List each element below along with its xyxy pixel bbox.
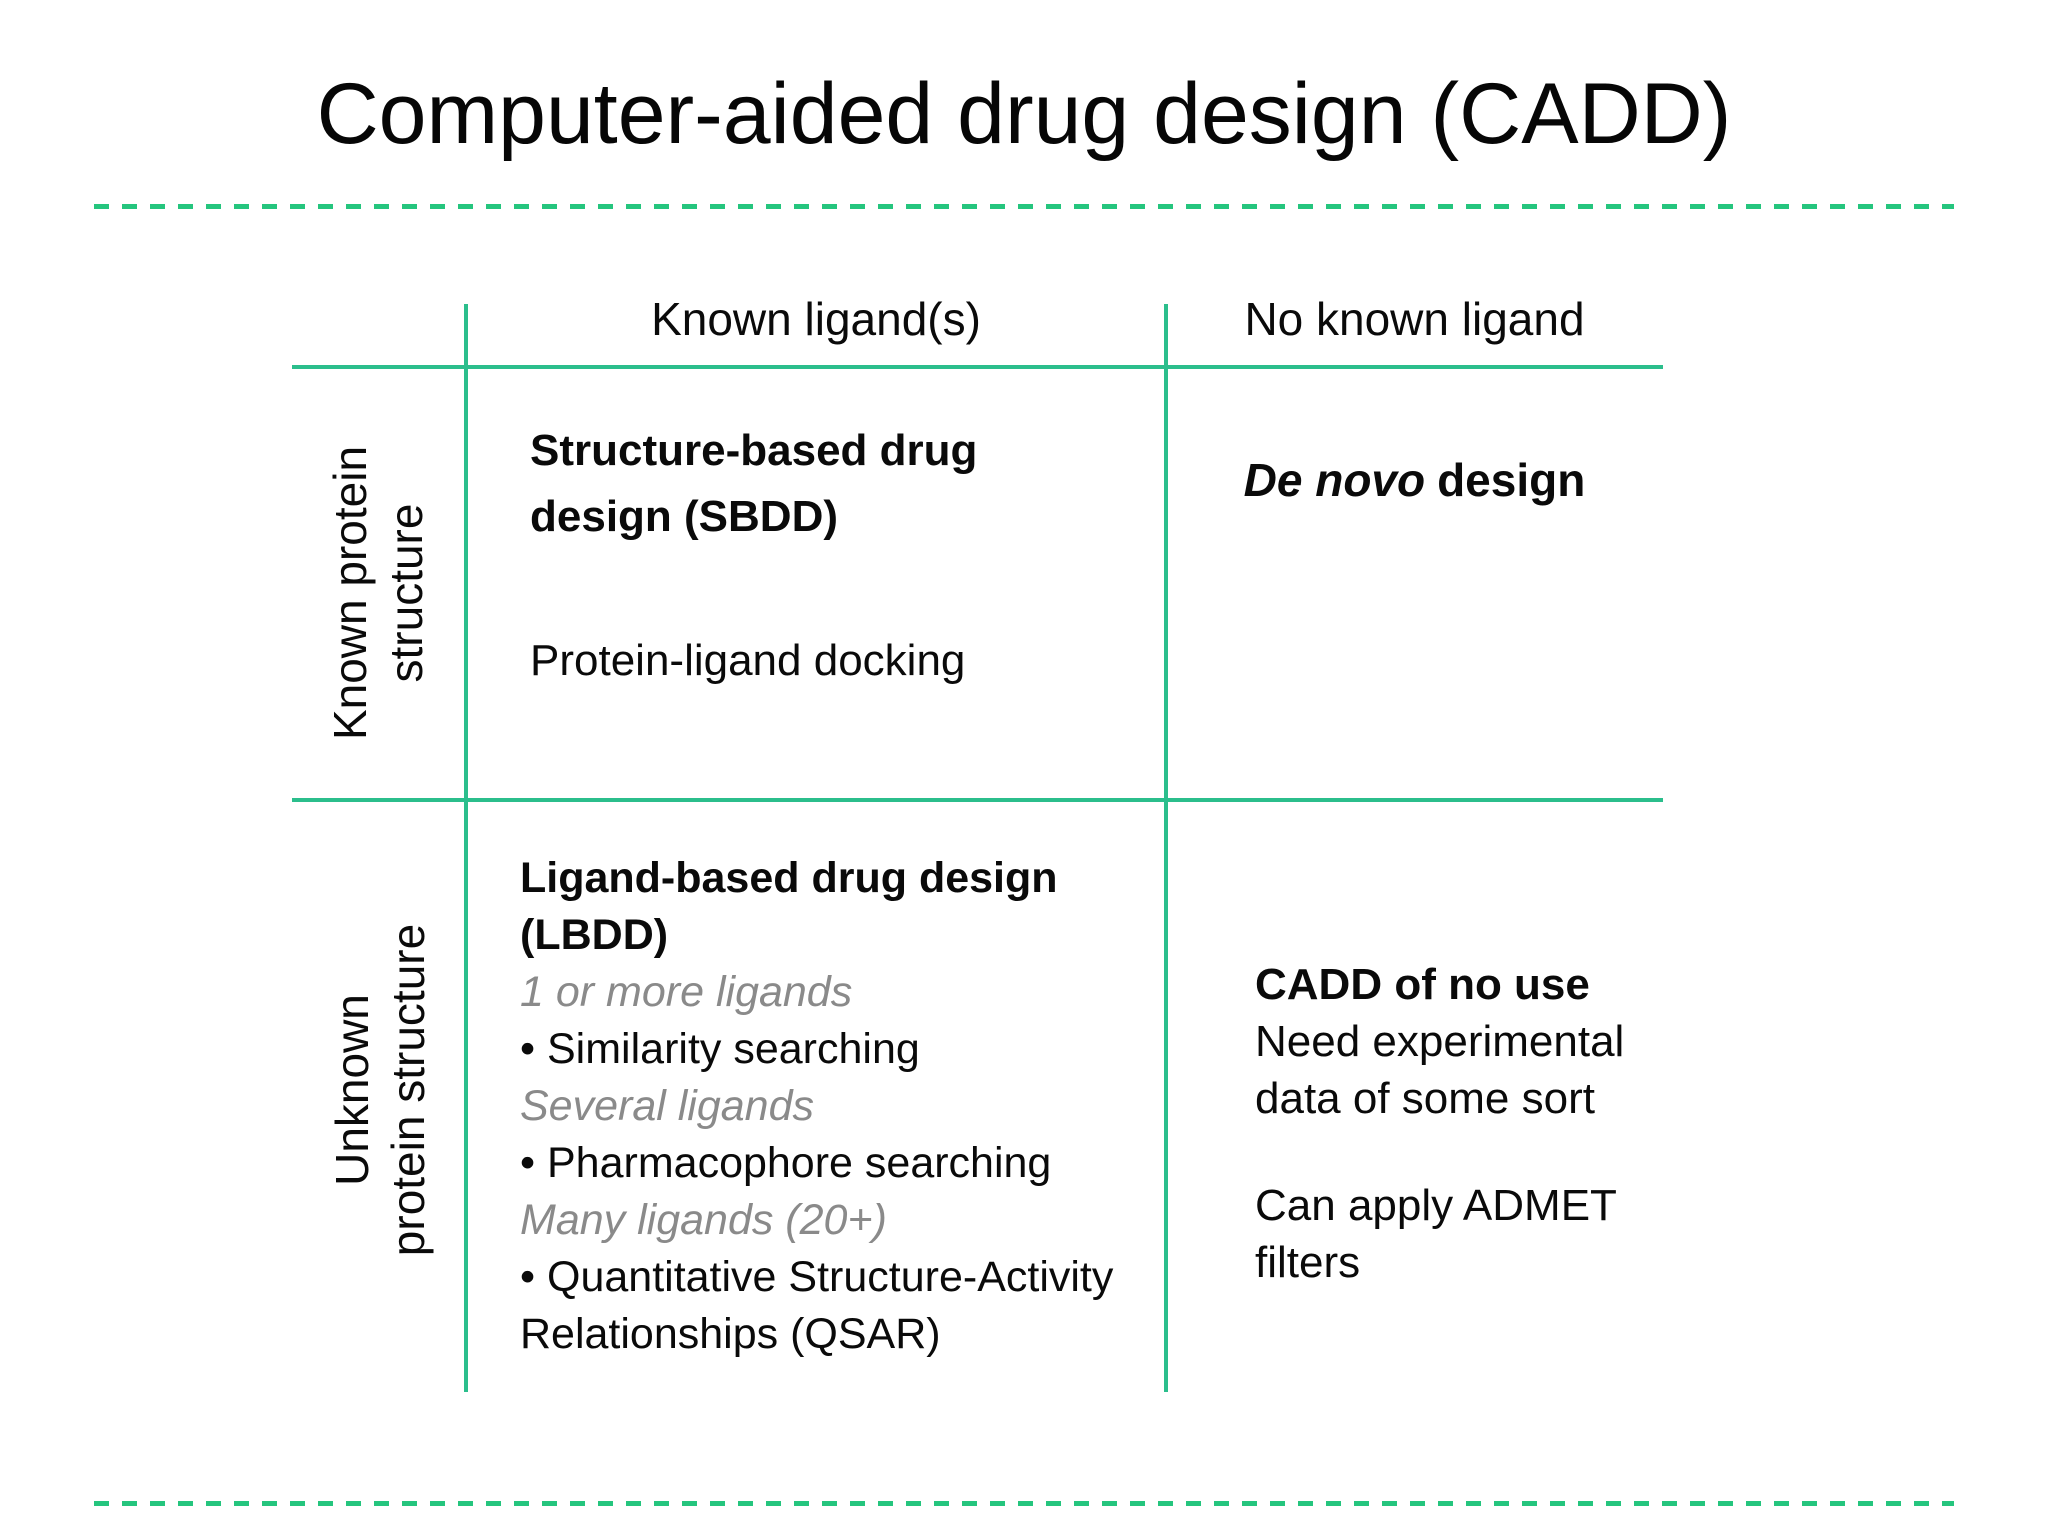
cell-ligand-based-drug-design: Ligand-based drug design (LBDD) 1 or mor… [520,850,1168,1363]
lbdd-item: • Pharmacophore searching [520,1139,1052,1187]
no-use-line1: Need experimental data of some sort [1255,1017,1625,1123]
matrix-vertical-line-right [1164,304,1168,1392]
lbdd-item: Several ligands [520,1082,815,1130]
matrix-horizontal-line-top [292,365,1663,369]
no-use-line2: Can apply ADMET filters [1255,1181,1617,1287]
cell-structure-based-drug-design: Structure-based drug design (SBDD) Prote… [530,418,1030,694]
row-header-known-protein-structure: Known protein structure [313,353,443,833]
lbdd-heading: Ligand-based drug design (LBDD) [520,854,1058,959]
row-header-line: Unknown [326,994,378,1186]
lbdd-item: Many ligands (20+) [520,1196,887,1244]
row-header-line: Known protein [324,445,376,741]
no-use-heading: CADD of no use [1255,960,1590,1009]
lbdd-item: 1 or more ligands [520,968,853,1016]
cell-cadd-of-no-use: CADD of no use Need experimental data of… [1255,956,1655,1291]
column-header-no-known-ligand: No known ligand [1244,293,1585,345]
sbdd-body: Protein-ligand docking [530,636,966,685]
bottom-dashed-divider [94,1501,1954,1506]
sbdd-heading: Structure-based drug design (SBDD) [530,426,978,541]
de-novo-emphasis: De novo [1243,454,1426,506]
top-dashed-divider [94,204,1954,209]
matrix-vertical-line-left [464,304,468,1392]
row-header-unknown-protein-structure: Unknown protein structure [315,790,445,1390]
column-header-known-ligands: Known ligand(s) [651,293,981,345]
de-novo-rest: design [1437,454,1586,506]
lbdd-item: • Quantitative Structure-Activity Relati… [520,1253,1114,1358]
row-header-line: protein structure [382,923,434,1257]
row-header-line: structure [380,503,432,683]
matrix-horizontal-line-middle [292,798,1663,802]
page-title: Computer-aided drug design (CADD) [316,66,1732,162]
lbdd-item: • Similarity searching [520,1025,920,1073]
